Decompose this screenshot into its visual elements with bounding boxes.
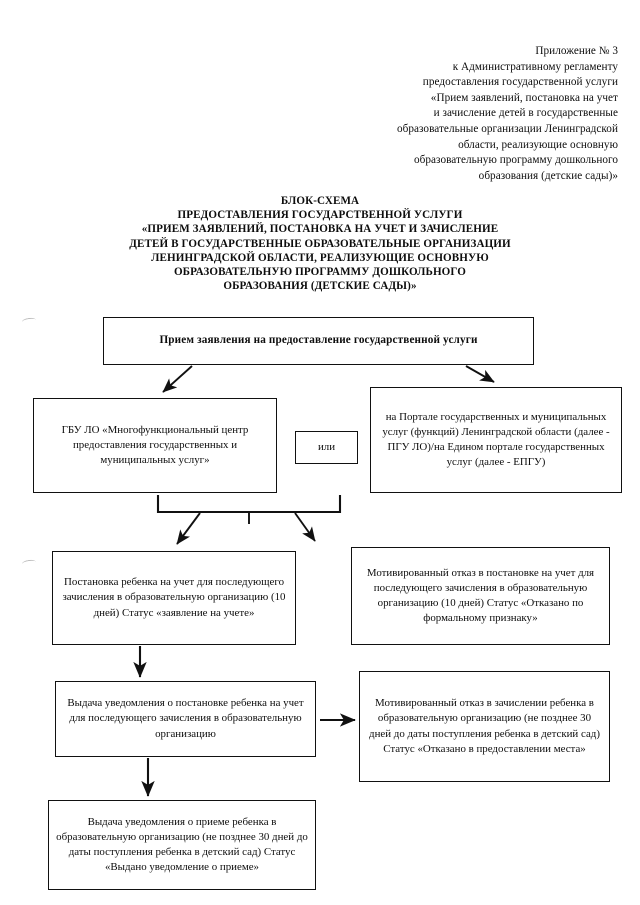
flow-node-admission[interactable]: Выдача уведомления о приеме ребенка в об… (48, 800, 316, 890)
connector-intake-to-mfc (162, 365, 193, 393)
title-line: «ПРИЕМ ЗАЯВЛЕНИЙ, ПОСТАНОВКА НА УЧЕТ И З… (141, 223, 499, 236)
flow-node-or-label: или (317, 440, 336, 453)
title-line: ОБРАЗОВАТЕЛЬНУЮ ПРОГРАММУ ДОШКОЛЬНОГО (173, 266, 467, 279)
appendix-line: и зачисление детей в государственные (433, 107, 618, 120)
flow-node-mfc-label: ГБУ ЛО «Многофункциональный центр предос… (61, 423, 249, 467)
title-line: ДЕТЕЙ В ГОСУДАРСТВЕННЫЕ ОБРАЗОВАТЕЛЬНЫЕ … (129, 237, 511, 250)
title-line: ПРЕДОСТАВЛЕНИЯ ГОСУДАРСТВЕННОЙ УСЛУГИ (177, 209, 463, 222)
flow-node-intake[interactable]: Прием заявления на предоставление госуда… (103, 317, 534, 365)
flow-node-notification-label: Выдача уведомления о постановке ребенка … (67, 697, 304, 740)
appendix-line: образовательные организации Ленинградско… (396, 122, 618, 135)
flow-node-portal-label: на Портале государственных и муниципальн… (382, 410, 610, 469)
connector-intake-to-portal (465, 365, 495, 383)
appendix-line: образовательную программу дошкольного (414, 154, 618, 167)
appendix-line: образования (детские сады)» (478, 169, 618, 182)
scan-artifact-mark (21, 559, 37, 567)
flow-node-refusal-register[interactable]: Мотивированный отказ в постановке на уче… (351, 547, 610, 645)
appendix-line: Приложение № 3 (535, 45, 618, 57)
flow-node-refusal-register-label: Мотивированный отказ в постановке на уче… (366, 566, 595, 625)
scan-artifact-mark (21, 317, 37, 325)
title-line: БЛОК-СХЕМА (280, 195, 360, 207)
connector-merge-bracket (156, 495, 342, 514)
flow-node-mfc[interactable]: ГБУ ЛО «Многофункциональный центр предос… (33, 398, 277, 493)
flow-node-portal[interactable]: на Портале государственных и муниципальн… (370, 387, 622, 493)
flow-node-refusal-enrollment-label: Мотивированный отказ в зачислении ребенк… (369, 697, 600, 755)
page-title: БЛОК-СХЕМА ПРЕДОСТАВЛЕНИЯ ГОСУДАРСТВЕННО… (30, 194, 610, 293)
flow-node-register-label: Постановка ребенка на учет для последующ… (62, 576, 286, 619)
flow-node-notification[interactable]: Выдача уведомления о постановке ребенка … (55, 681, 316, 757)
flow-node-intake-label: Прием заявления на предоставление госуда… (159, 334, 478, 347)
connector-merge-to-refusal-register (294, 512, 316, 542)
appendix-line: «Прием заявлений, постановка на учет (430, 91, 618, 104)
title-line: ЛЕНИНГРАДСКОЙ ОБЛАСТИ, РЕАЛИЗУЮЩИЕ ОСНОВ… (151, 251, 489, 264)
connector-merge-to-register (176, 512, 201, 545)
flow-node-admission-label: Выдача уведомления о приеме ребенка в об… (56, 815, 308, 874)
appendix-line: области, реализующие основную (458, 138, 618, 151)
appendix-line: к Административному регламенту (452, 60, 618, 73)
flow-node-refusal-enrollment[interactable]: Мотивированный отказ в зачислении ребенк… (359, 671, 610, 782)
appendix-reference-block: Приложение № 3 к Административному регла… (318, 44, 618, 184)
title-line: ОБРАЗОВАНИЯ (ДЕТСКИЕ САДЫ)» (223, 280, 417, 293)
flow-node-or[interactable]: или (295, 431, 358, 464)
appendix-line: предоставления государственной услуги (422, 76, 618, 89)
flow-node-register[interactable]: Постановка ребенка на учет для последующ… (52, 551, 296, 645)
